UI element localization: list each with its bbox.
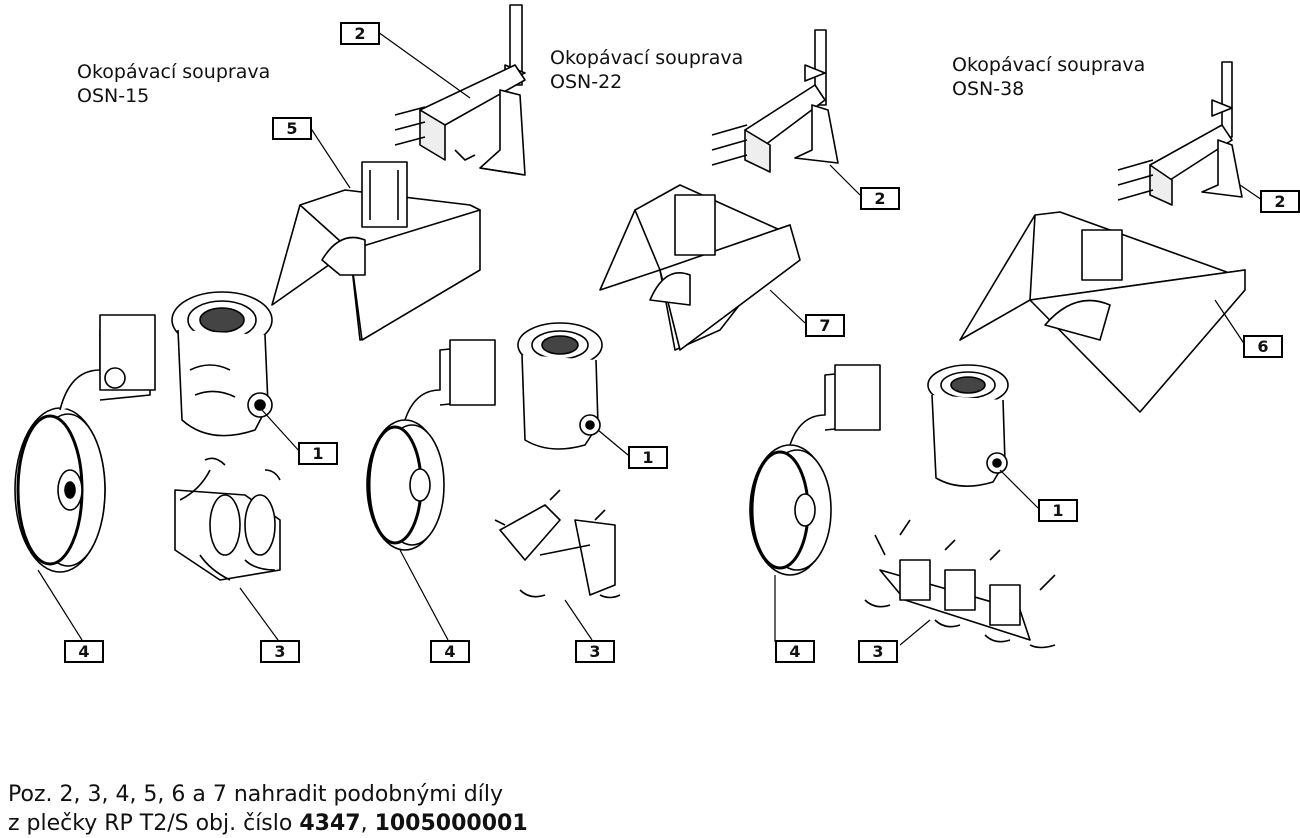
- k2-cover: [599, 184, 801, 351]
- k3-gearbox: [927, 364, 1009, 487]
- callout-k3-pos-6: 6: [1243, 335, 1283, 358]
- callout-k1-pos-4: 4: [64, 640, 104, 663]
- k1-tines: [174, 457, 281, 581]
- callout-k3-pos-2: 2: [1260, 190, 1300, 213]
- k3-wheel: [749, 364, 881, 576]
- kit-title-text: Okopávací souprava: [77, 61, 271, 83]
- kit-title-osn-38: Okopávací souprava OSN-38: [952, 53, 1145, 101]
- k2-handle-frame: [711, 29, 839, 173]
- k3-handle-frame: [1117, 61, 1243, 206]
- callout-k2-pos-2: 2: [860, 187, 900, 210]
- kit-model: OSN-15: [77, 85, 150, 107]
- k1-leaders: [37, 31, 471, 641]
- note-line-2-prefix: z plečky RP T2/S obj. číslo: [8, 811, 300, 836]
- k3-leaders: [774, 184, 1263, 646]
- k1-gearbox: [171, 291, 273, 437]
- kit-title-text: Okopávací souprava: [952, 54, 1146, 76]
- callout-k1-pos-2: 2: [340, 22, 380, 45]
- callout-k2-pos-1: 1: [628, 446, 668, 469]
- k1-cover: [271, 161, 481, 341]
- callout-k3-pos-3: 3: [858, 640, 898, 663]
- k2-wheel: [366, 339, 496, 551]
- callout-k2-pos-7: 7: [805, 314, 845, 337]
- note-line-1: Poz. 2, 3, 4, 5, 6 a 7 nahradit podobným…: [8, 782, 503, 807]
- order-number-separator: ,: [360, 811, 375, 836]
- callout-k2-pos-4: 4: [430, 640, 470, 663]
- order-number-2: 1005000001: [374, 811, 528, 836]
- replacement-note: Poz. 2, 3, 4, 5, 6 a 7 nahradit podobným…: [8, 780, 528, 838]
- note-line-2: z plečky RP T2/S obj. číslo 4347, 100500…: [8, 809, 528, 838]
- callout-k1-pos-1: 1: [298, 442, 338, 465]
- callout-k3-pos-1: 1: [1038, 499, 1078, 522]
- callout-k3-pos-4: 4: [775, 640, 815, 663]
- kit-title-osn-15: Okopávací souprava OSN-15: [77, 60, 270, 108]
- k2-gearbox: [517, 322, 603, 450]
- order-number-1: 4347: [299, 811, 361, 836]
- kit-title-text: Okopávací souprava: [550, 47, 744, 69]
- k1-wheel: [14, 314, 156, 573]
- k3-cover: [959, 211, 1246, 413]
- k2-leaders: [399, 164, 861, 641]
- k2-tines: [494, 489, 621, 599]
- kit-model: OSN-22: [550, 71, 623, 93]
- k1-handle-frame: [394, 4, 526, 176]
- callout-k1-pos-3: 3: [260, 640, 300, 663]
- kit-model: OSN-38: [952, 78, 1025, 100]
- callout-k2-pos-3: 3: [575, 640, 615, 663]
- kit-title-osn-22: Okopávací souprava OSN-22: [550, 46, 743, 94]
- callout-k1-pos-5: 5: [272, 117, 312, 140]
- k3-tines: [864, 519, 1056, 649]
